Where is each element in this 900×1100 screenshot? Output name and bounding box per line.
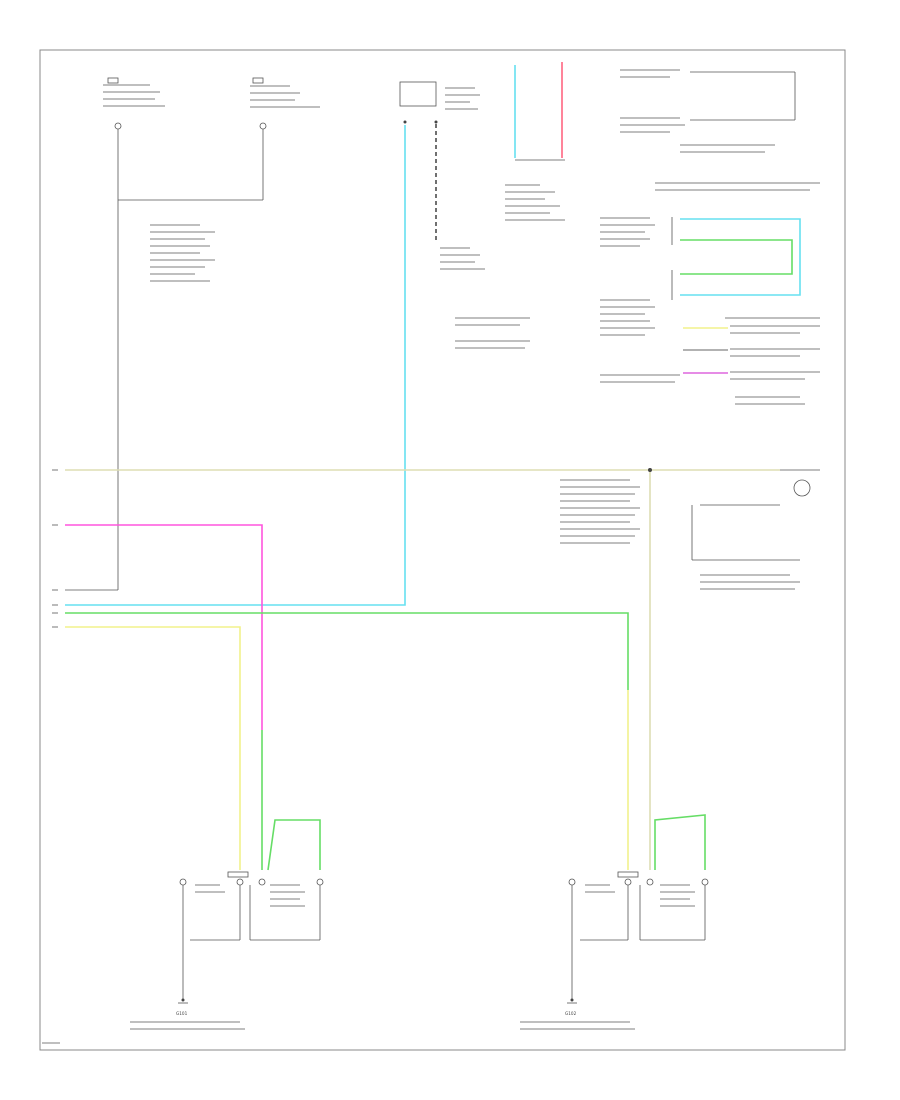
- switch-icon: [568, 878, 576, 886]
- lamp-icon: [780, 469, 820, 497]
- green-wire-left: [65, 612, 629, 690]
- blue-loop-right: [680, 218, 801, 296]
- switch-icon: [179, 878, 187, 886]
- center-module-group: [399, 81, 565, 349]
- diagram-frame: [39, 49, 846, 1051]
- left-edge-pins: [42, 469, 60, 1044]
- top-right-connector-group: [600, 69, 820, 405]
- yellow-wire-left: [65, 626, 241, 870]
- top-left-switch-group: [65, 77, 320, 591]
- blue-wire: [65, 125, 406, 606]
- right-ground-label: G102: [565, 1011, 577, 1016]
- bottom-left-switch-group: G101: [130, 871, 324, 1030]
- green-loop-right: [654, 814, 706, 870]
- left-ground-label: G101: [176, 1011, 188, 1016]
- green-loop-left: [267, 819, 321, 871]
- bottom-right-switch-group: G102: [520, 871, 709, 1030]
- splice-icon: [648, 468, 652, 472]
- ground-icon: [178, 998, 188, 1004]
- pink-wire: [65, 524, 263, 730]
- green-loop-top-right: [680, 239, 793, 275]
- ground-icon: [567, 998, 577, 1004]
